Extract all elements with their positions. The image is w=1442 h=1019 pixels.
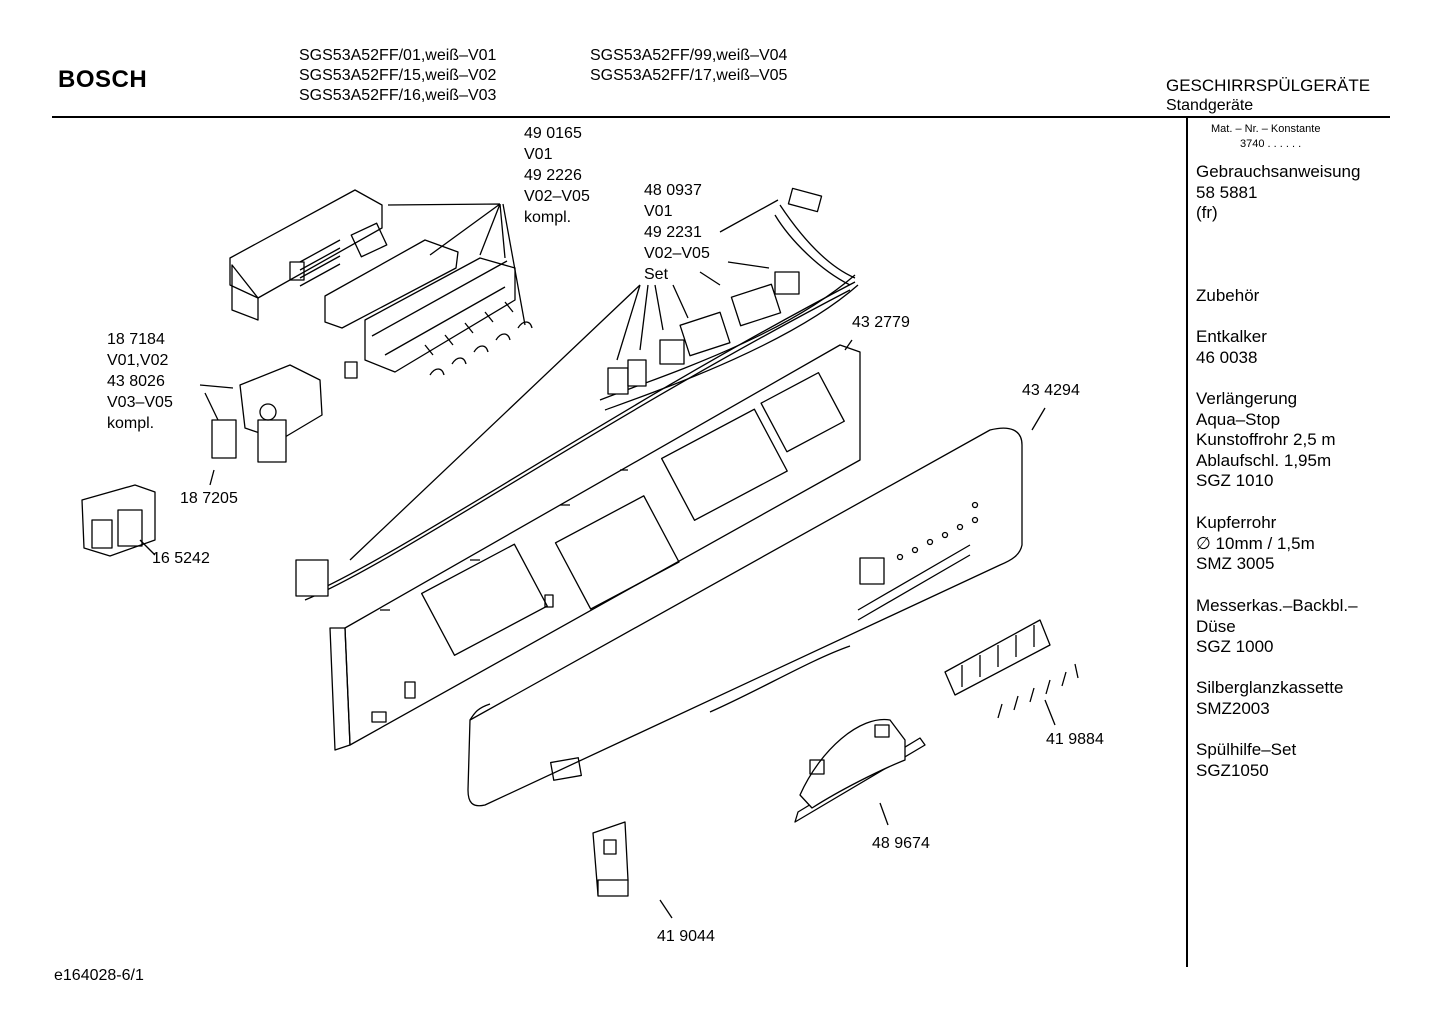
sidebar-block-extension: Verlängerung Aqua–Stop Kunstoffrohr 2,5 …: [1196, 389, 1336, 492]
model-list-2: SGS53A52FF/99,weiß–V04 SGS53A52FF/17,wei…: [590, 46, 787, 86]
part-number: 49 0165: [524, 125, 582, 142]
sidebar-text: Silberglanzkassette: [1196, 678, 1344, 697]
sidebar-text: Ablaufschl. 1,95m: [1196, 450, 1332, 470]
part-number: 18 7184: [107, 331, 165, 348]
part-number: 49 2226: [524, 167, 582, 184]
label-board: 49 0165 V01 49 2226 V02–V05 kompl.: [524, 123, 590, 228]
header-divider: [52, 116, 1390, 118]
sidebar-block-accessories: Zubehör: [1196, 286, 1259, 307]
part-number: 49 2231: [644, 224, 702, 241]
variant: V02–V05: [644, 245, 710, 262]
label-buttons: 41 9884: [1046, 731, 1104, 748]
model-v02: SGS53A52FF/15,weiß–V02: [299, 67, 497, 84]
category-subtitle: Standgeräte: [1166, 97, 1254, 114]
bosch-logo: BOSCH: [58, 66, 148, 93]
part-number: 43 8026: [107, 373, 165, 390]
model-v01: SGS53A52FF/01,weiß–V01: [299, 47, 497, 64]
label-handle: 48 9674: [872, 835, 930, 852]
sidebar-text: Spülhilfe–Set: [1196, 740, 1297, 759]
sidebar-text: Kupferrohr: [1196, 513, 1277, 532]
sidebar-divider: [1186, 117, 1188, 967]
part-note: kompl.: [524, 209, 572, 226]
model-v04: SGS53A52FF/99,weiß–V04: [590, 47, 788, 64]
mat-nr-value: 3740 . . . . . .: [1240, 138, 1302, 150]
sidebar-block-copper-pipe: Kupferrohr ∅ 10mm / 1,5m SMZ 3005: [1196, 513, 1315, 575]
model-v05: SGS53A52FF/17,weiß–V05: [590, 67, 788, 84]
front-panel-part: [467, 427, 1023, 807]
variant: V01: [644, 203, 673, 220]
main-switch-part: [211, 364, 323, 463]
sidebar-text: Düse: [1196, 616, 1236, 636]
label-block: 16 5242: [152, 550, 210, 567]
sidebar-text: SGZ 1010: [1196, 471, 1274, 490]
button-strip-part: [944, 619, 1051, 696]
sidebar-text: Zubehör: [1196, 286, 1260, 305]
sidebar-text: (fr): [1196, 203, 1218, 222]
variant: V01,V02: [107, 352, 169, 369]
label-latch: 41 9044: [657, 928, 715, 945]
sidebar-text: ∅ 10mm / 1,5m: [1196, 533, 1315, 553]
label-relay: 18 7205: [180, 490, 238, 507]
sidebar-text: SGZ1050: [1196, 760, 1269, 780]
control-frame-part: [329, 344, 861, 751]
category-title: GESCHIRRSPÜLGERÄTE: [1166, 76, 1371, 95]
variant: V02–V05: [524, 188, 590, 205]
variant: V01: [524, 146, 553, 163]
variant: V03–V05: [107, 394, 173, 411]
label-cable-set: 48 0937 V01 49 2231 V02–V05 Set: [644, 180, 710, 285]
model-v03: SGS53A52FF/16,weiß–V03: [299, 87, 497, 104]
terminal-block-part: [81, 484, 156, 557]
sidebar-text: 58 5881: [1196, 182, 1258, 202]
label-frame: 43 2779: [852, 314, 910, 331]
sidebar-block-silver-cassette: Silberglanzkassette SMZ2003: [1196, 678, 1343, 719]
label-switch: 18 7184 V01,V02 43 8026 V03–V05 kompl.: [107, 329, 173, 434]
sidebar-block-manual: Gebrauchsanweisung 58 5881 (fr): [1196, 162, 1360, 224]
sidebar-text: Messerkas.–Backbl.–: [1196, 596, 1358, 615]
mat-nr-label: Mat. – Nr. – Konstante: [1211, 123, 1321, 135]
sidebar-text: Gebrauchsanweisung: [1196, 162, 1361, 181]
door-latch-part: [592, 821, 629, 897]
sidebar-text: Entkalker: [1196, 327, 1267, 346]
control-board-part: [229, 189, 533, 379]
sidebar-block-rinse-set: Spülhilfe–Set SGZ1050: [1196, 740, 1296, 781]
sidebar-text: SMZ2003: [1196, 698, 1270, 718]
sidebar-text: Verlängerung: [1196, 389, 1298, 408]
part-number: 48 0937: [644, 182, 702, 199]
part-note: kompl.: [107, 415, 155, 432]
part-note: Set: [644, 266, 669, 283]
sidebar-text: Kunstoffrohr 2,5 m: [1196, 430, 1336, 449]
sidebar-text: SMZ 3005: [1196, 554, 1275, 573]
sidebar-block-descaler: Entkalker 46 0038: [1196, 327, 1267, 368]
label-panel: 43 4294: [1022, 382, 1080, 399]
sidebar-text: 46 0038: [1196, 347, 1258, 367]
sidebar-block-nozzle: Messerkas.–Backbl.– Düse SGZ 1000: [1196, 596, 1358, 658]
sidebar-text: SGZ 1000: [1196, 637, 1274, 656]
sidebar-text: Aqua–Stop: [1196, 409, 1281, 429]
model-list-1: SGS53A52FF/01,weiß–V01 SGS53A52FF/15,wei…: [299, 46, 496, 106]
exploded-view-drawing: [81, 187, 1079, 919]
drawing-id: e164028-6/1: [54, 967, 144, 984]
handle-part: [794, 718, 926, 823]
cable-harness-part: [295, 187, 859, 601]
